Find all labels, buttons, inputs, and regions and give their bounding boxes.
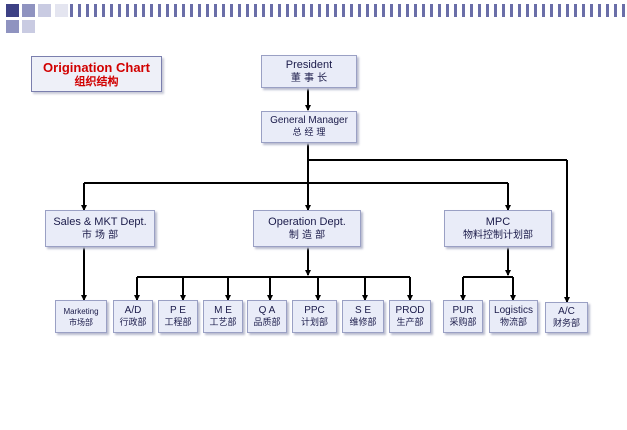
node-mpc: MPC 物料控制计划部 [444, 210, 552, 247]
node-ppc: PPC 计划部 [292, 300, 337, 333]
node-label-zh: 计划部 [300, 317, 328, 328]
chart-title: Origination Chart 组织结构 [31, 56, 162, 92]
node-label-zh: 行政部 [119, 317, 147, 328]
node-label-en: P E [170, 304, 186, 316]
node-pe: P E 工程部 [158, 300, 198, 333]
node-label-en: PPC [304, 304, 325, 316]
chart-title-en: Origination Chart [43, 60, 150, 75]
corner-square [6, 20, 19, 33]
node-marketing: Marketing 市场部 [55, 300, 107, 333]
node-label-zh: 制 造 部 [288, 229, 326, 241]
node-label-zh: 工艺部 [209, 317, 237, 328]
corner-square [55, 4, 68, 17]
node-label-en: A/D [124, 304, 142, 316]
node-label-zh: 市场部 [69, 317, 93, 327]
node-label-en: PROD [395, 304, 425, 316]
node-pur: PUR 采购部 [443, 300, 483, 333]
node-qa: Q A 品质部 [247, 300, 287, 333]
node-logistics: Logistics 物流部 [489, 300, 538, 333]
node-label-en: Q A [258, 304, 276, 316]
node-label-en: A/C [558, 305, 575, 317]
node-me: M E 工艺部 [203, 300, 243, 333]
node-label-en: MPC [485, 215, 511, 228]
corner-square [6, 4, 19, 17]
node-label-en: President [285, 58, 333, 71]
node-label-zh: 董 事 长 [290, 72, 328, 84]
node-label-zh: 维修部 [349, 317, 377, 328]
node-sales-dept: Sales & MKT Dept. 市 场 部 [45, 210, 155, 247]
chart-title-zh: 组织结构 [74, 75, 119, 88]
node-general-manager: General Manager 总 经 理 [261, 111, 357, 143]
node-prod: PROD 生产部 [389, 300, 431, 333]
node-label-zh: 工程部 [164, 317, 192, 328]
node-label-en: PUR [452, 304, 474, 316]
node-label-en: Logistics [494, 304, 533, 316]
node-label-zh: 财务部 [552, 318, 580, 329]
corner-square [22, 4, 35, 17]
node-label-en: S E [354, 304, 372, 316]
stripe-bar [70, 4, 627, 17]
node-label-en: Operation Dept. [268, 215, 346, 228]
node-label-en: General Manager [270, 115, 348, 126]
corner-decoration [0, 0, 627, 36]
corner-square [22, 20, 35, 33]
node-ac: A/C 财务部 [545, 302, 588, 333]
node-label-zh: 总 经 理 [292, 128, 326, 138]
node-label-zh: 物料控制计划部 [463, 229, 533, 241]
node-label-zh: 品质部 [253, 317, 281, 328]
node-label-en: Sales & MKT Dept. [53, 215, 147, 228]
node-ad: A/D 行政部 [113, 300, 153, 333]
node-label-zh: 市 场 部 [81, 229, 119, 241]
node-label-en: Marketing [63, 306, 99, 316]
corner-square [38, 4, 51, 17]
node-se: S E 维修部 [342, 300, 384, 333]
node-label-zh: 采购部 [449, 317, 477, 328]
node-label-en: M E [214, 304, 232, 316]
node-label-zh: 生产部 [396, 317, 424, 328]
node-president: President 董 事 长 [261, 55, 357, 88]
node-label-zh: 物流部 [499, 317, 527, 328]
node-operation-dept: Operation Dept. 制 造 部 [253, 210, 361, 247]
